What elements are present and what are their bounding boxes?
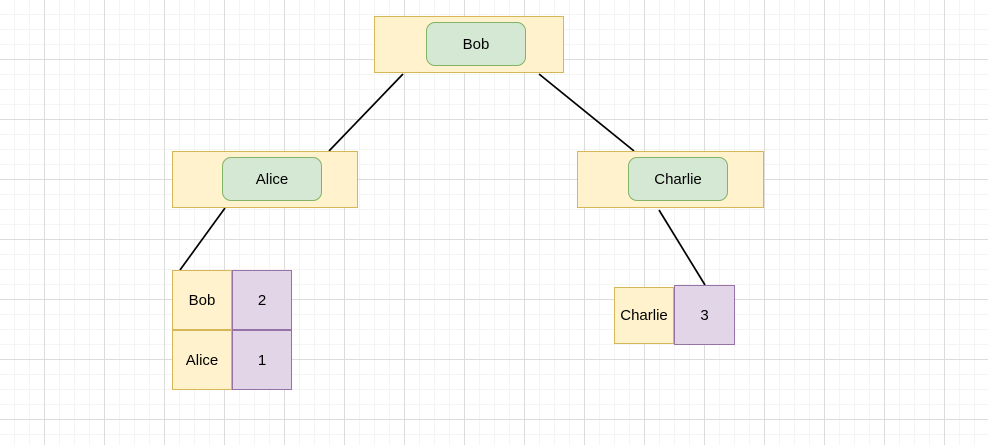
table-charlie-key-cell[interactable]: Charlie [614, 287, 674, 344]
table-charlie-value-cell[interactable]: 3 [674, 285, 735, 345]
table-charlie: Charlie 3 [614, 285, 735, 345]
edge-bob-alice[interactable] [328, 73, 404, 152]
table-alice: Bob 2 Alice 1 [172, 270, 292, 390]
node-alice[interactable]: Alice [172, 151, 358, 208]
node-bob[interactable]: Bob [374, 16, 564, 73]
node-charlie[interactable]: Charlie [577, 151, 764, 208]
edge-alice-table[interactable] [179, 207, 226, 271]
table-alice-value-cell[interactable]: 1 [232, 330, 292, 390]
node-bob-label-pill[interactable]: Bob [426, 22, 526, 66]
node-charlie-label-pill[interactable]: Charlie [628, 157, 728, 201]
table-alice-key-cell[interactable]: Alice [172, 330, 232, 390]
edge-bob-charlie[interactable] [538, 73, 635, 152]
node-bob-label: Bob [462, 35, 490, 53]
table-alice-key-cell[interactable]: Bob [172, 270, 232, 330]
table-alice-value-cell[interactable]: 2 [232, 270, 292, 330]
node-alice-label: Alice [255, 170, 289, 188]
node-charlie-label: Charlie [654, 170, 702, 188]
edge-charlie-table[interactable] [658, 209, 706, 286]
node-alice-label-pill[interactable]: Alice [222, 157, 322, 201]
